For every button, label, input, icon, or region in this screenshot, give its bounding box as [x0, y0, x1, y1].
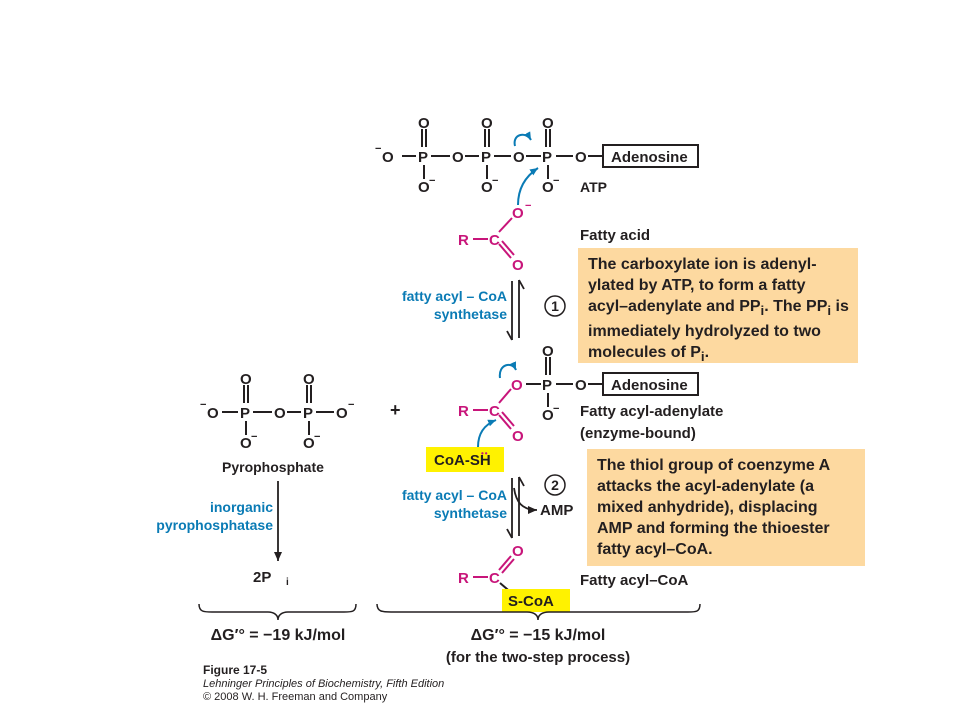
atom-label: O — [452, 149, 464, 166]
delta-g-right: ΔG′° = −15 kJ/mol — [471, 627, 606, 644]
atom-label: − — [553, 403, 559, 415]
equilibrium-arrow-step2 — [506, 476, 538, 539]
atom-label: O — [512, 205, 524, 222]
amp-label: AMP — [540, 502, 573, 519]
atom-label: O — [240, 371, 252, 388]
atom-label: P — [542, 149, 552, 166]
atom-label: O — [542, 115, 554, 132]
atom-label: − — [492, 175, 498, 187]
delta-g-left: ΔG′° = −19 kJ/mol — [211, 627, 346, 644]
atom-label: O — [511, 377, 523, 394]
product-2pi: 2P — [253, 569, 271, 586]
atom-label: O — [207, 405, 219, 422]
pyrophosphate-molecule: O − P O P O − O O O − O − — [200, 371, 354, 452]
atom-label: 1 — [551, 298, 559, 314]
atom-label: − — [348, 399, 354, 411]
lone-pair-dots: •• — [481, 449, 489, 458]
atom-label: O — [512, 257, 524, 274]
acyl-adenylate-molecule: R C O O P O O O − Adenosine — [458, 343, 699, 445]
fatty-acyl-coa-molecule: R C O S-CoA — [458, 543, 570, 612]
enzyme-step2-line2: synthetase — [434, 505, 507, 521]
atom-label: C — [489, 232, 500, 249]
atom-label: C — [489, 570, 500, 587]
atom-label: 2 — [551, 477, 559, 493]
atom-label: O — [481, 115, 493, 132]
atom-label: O — [481, 179, 493, 196]
atom-label: − — [251, 431, 257, 443]
atom-label: O — [274, 405, 286, 422]
atom-label: O — [542, 407, 554, 424]
atom-label: R — [458, 403, 469, 420]
step1-number-badge: 1 — [544, 295, 566, 317]
atom-label: − — [525, 200, 531, 212]
atom-label: O — [336, 405, 348, 422]
arrow-carboxylate-attack-icon — [517, 167, 539, 206]
step1-note: The carboxylate ion is adenyl-ylated by … — [578, 248, 858, 363]
atom-label: − — [375, 143, 381, 155]
fatty-acyl-coa-label: Fatty acyl–CoA — [580, 572, 689, 589]
brace-left — [198, 603, 357, 621]
atom-label: O — [418, 115, 430, 132]
atom-p: P — [418, 149, 428, 166]
fatty-acid-label: Fatty acid — [580, 227, 650, 244]
atp-atoms: O − P O P O P O O O O O − O − O − Adenos… — [375, 115, 688, 196]
atom-label: O — [303, 371, 315, 388]
atom-label: O — [542, 179, 554, 196]
atom-label: O — [240, 435, 252, 452]
fatty-acid-molecule: R C O − O Fatty acid — [458, 200, 650, 274]
atp-label: ATP — [580, 179, 607, 195]
pyrophosphatase-line1: inorganic — [210, 499, 273, 515]
scoa-label: S-CoA — [508, 593, 554, 610]
atom-label: O — [418, 179, 430, 196]
figure-caption: Figure 17-5 Lehninger Principles of Bioc… — [203, 663, 444, 704]
adenosine-label-intermediate: Adenosine — [611, 377, 688, 394]
atom-label: O — [575, 377, 587, 394]
atom-label: C — [489, 403, 500, 420]
atom-label: O — [512, 428, 524, 445]
atom-label: CoA-SH — [434, 452, 491, 469]
atom-label: − — [314, 431, 320, 443]
atom-label: − — [553, 175, 559, 187]
atom-label: O — [575, 149, 587, 166]
atom-label: − — [429, 175, 435, 187]
pyrophosphate-label: Pyrophosphate — [222, 459, 324, 475]
acyl-adenylate-label-line2: (enzyme-bound) — [580, 425, 696, 442]
coash-molecule: CoA-SH •• — [426, 447, 504, 472]
atom-label: O — [512, 543, 524, 560]
arrow-bond-to-o-icon — [498, 361, 517, 379]
atom-label: R — [458, 570, 469, 587]
figure-source: Lehninger Principles of Biochemistry, Fi… — [203, 678, 445, 690]
figure-title: Figure 17-5 — [203, 663, 268, 677]
step2-number-badge: 2 — [544, 474, 566, 496]
equilibrium-arrow-step1 — [506, 279, 525, 341]
enzyme-step2-line1: fatty acyl – CoA — [402, 487, 507, 503]
atp-molecule — [402, 129, 699, 179]
adenosine-label-atp: Adenosine — [611, 149, 688, 166]
acyl-adenylate-label-line1: Fatty acyl-adenylate — [580, 403, 723, 420]
plus-sign: + — [390, 400, 401, 420]
atom-label: R — [458, 232, 469, 249]
atom-label: O — [542, 343, 554, 360]
atom-label: P — [303, 405, 313, 422]
arrow-o-to-p-icon — [513, 131, 532, 147]
arrow-thiol-attack-icon — [477, 419, 497, 448]
atom-label: P — [481, 149, 491, 166]
atom-label: − — [200, 399, 206, 411]
pyrophosphatase-line2: pyrophosphatase — [156, 517, 273, 533]
atom-label: O — [303, 435, 315, 452]
brace-right — [376, 603, 701, 621]
atom-o-minus: O — [382, 149, 394, 166]
delta-g-right-note: (for the two-step process) — [446, 649, 630, 666]
atom-label: P — [240, 405, 250, 422]
figure-copyright: © 2008 W. H. Freeman and Company — [203, 691, 388, 703]
atom-label: O — [513, 149, 525, 166]
enzyme-step1-line2: synthetase — [434, 306, 507, 322]
enzyme-step1-line1: fatty acyl – CoA — [402, 288, 507, 304]
atom-label: P — [542, 377, 552, 394]
atom-label: i — [286, 577, 289, 588]
